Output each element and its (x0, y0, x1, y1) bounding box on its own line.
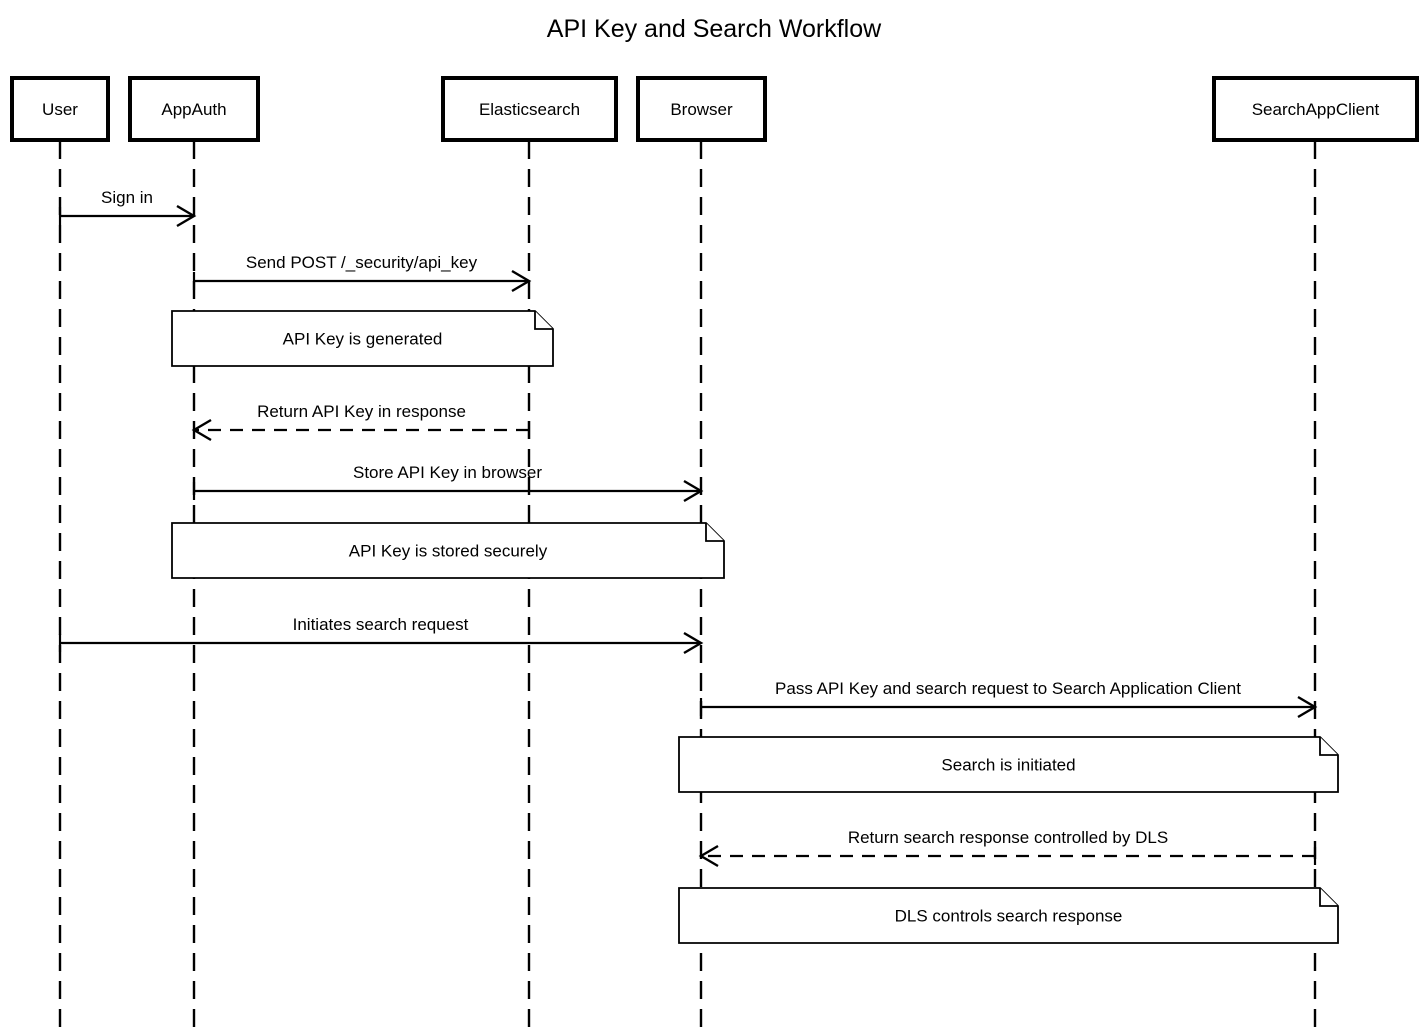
note-fold-icon (705, 523, 724, 542)
note-6: API Key is stored securely (171, 522, 725, 579)
arrow-head-icon (698, 844, 719, 868)
participant-searchapp[interactable]: SearchAppClient (1212, 76, 1419, 142)
note-label: Search is initiated (941, 756, 1075, 775)
participant-label-searchapp: SearchAppClient (1252, 100, 1380, 119)
participant-elastic[interactable]: Elasticsearch (441, 76, 618, 142)
participant-label-user: User (42, 100, 78, 119)
note-body (678, 736, 1339, 793)
note-body (678, 887, 1339, 944)
arrow-head-icon (1297, 695, 1318, 719)
note-label: API Key is stored securely (349, 542, 548, 561)
message-7[interactable]: Initiates search request (58, 615, 704, 655)
participant-browser[interactable]: Browser (636, 76, 767, 142)
message-4[interactable]: Return API Key in response (191, 402, 531, 442)
message-label: Pass API Key and search request to Searc… (775, 679, 1241, 698)
message-label: Sign in (101, 188, 153, 207)
participant-label-elastic: Elasticsearch (479, 100, 580, 119)
participant-label-appauth: AppAuth (161, 100, 226, 119)
participants-layer: User AppAuth Elasticsearch Browser SearchApp… (10, 76, 1419, 142)
message-2[interactable]: Send POST /_security/api_key (192, 253, 532, 293)
message-label: Return API Key in response (257, 402, 466, 421)
message-label: Store API Key in browser (353, 463, 542, 482)
message-label: Send POST /_security/api_key (246, 253, 478, 272)
arrow-head-icon (683, 479, 704, 503)
note-label: DLS controls search response (895, 907, 1123, 926)
message-label: Return search response controlled by DLS (848, 828, 1168, 847)
arrow-head-icon (176, 204, 197, 228)
diagram-title: API Key and Search Workflow (547, 15, 882, 43)
arrow-head-icon (191, 418, 212, 442)
note-11: DLS controls search response (678, 887, 1339, 944)
participant-box-elastic (441, 76, 618, 142)
message-8[interactable]: Pass API Key and search request to Searc… (699, 679, 1318, 719)
participant-label-browser: Browser (670, 100, 733, 119)
arrow-head-icon (683, 631, 704, 655)
message-10[interactable]: Return search response controlled by DLS (698, 828, 1317, 868)
note-label: API Key is generated (283, 330, 443, 349)
note-fold-icon (1319, 888, 1338, 907)
note-9: Search is initiated (678, 736, 1339, 793)
note-body (171, 522, 725, 579)
participant-user[interactable]: User (10, 76, 110, 142)
note-3: API Key is generated (171, 310, 554, 367)
participant-box-searchapp (1212, 76, 1419, 142)
note-body (171, 310, 554, 367)
participant-box-appauth (128, 76, 260, 142)
arrow-head-icon (511, 269, 532, 293)
note-fold-icon (534, 311, 553, 330)
participant-appauth[interactable]: AppAuth (128, 76, 260, 142)
participant-box-user (10, 76, 110, 142)
note-fold-icon (1319, 737, 1338, 756)
message-1[interactable]: Sign in (58, 188, 197, 228)
participant-box-browser (636, 76, 767, 142)
message-label: Initiates search request (293, 615, 469, 634)
message-5[interactable]: Store API Key in browser (192, 463, 704, 503)
